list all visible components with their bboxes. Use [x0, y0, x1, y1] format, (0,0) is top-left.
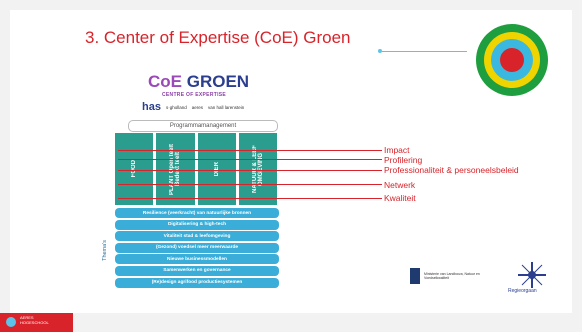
pillar-label: NATUUR & LEEF OMGEVING [251, 145, 264, 193]
theme-item: (Gezond) voedsel meer meerwaarde [115, 242, 279, 253]
annotation-kwaliteit: Kwaliteit [384, 193, 416, 203]
theme-item: Nieuwe businessmodellen [115, 254, 279, 265]
rijk-text: Ministerie van Landbouw, Natuur en Voeds… [424, 272, 480, 280]
annotation-line-kwaliteit [118, 198, 382, 199]
theme-list: Resilience (veerkracht) van natuurlijke … [115, 208, 279, 289]
annotation-line-impact [118, 150, 382, 151]
partner-2: s·gholland [165, 104, 187, 110]
rijksoverheid-logo: Ministerie van Landbouw, Natuur en Voeds… [410, 268, 482, 284]
pillar-label: DIER [213, 161, 220, 177]
annotation-line-profilering [118, 159, 382, 160]
annotation-line-netwerk [118, 184, 382, 185]
theme-item: Samenwerken en governance [115, 265, 279, 276]
partner-has: has [142, 101, 161, 113]
partner-3: aeres [191, 104, 203, 110]
footer-dot-icon [6, 317, 16, 327]
sia-text: Regieorgaan [508, 288, 537, 294]
title-underline [382, 51, 467, 52]
slide: 3. Center of Expertise (CoE) Groen [10, 10, 572, 313]
logo-groen: GROEN [186, 72, 250, 91]
theme-item: Digitalisering & high-tech [115, 219, 279, 230]
pillar-plant: PLANT Open teelt Bedekt teelt [156, 133, 195, 205]
logo-coe: CoE [148, 72, 182, 91]
themas-label: Thema's [102, 240, 108, 261]
annotation-profilering: Profilering [384, 155, 423, 165]
theme-item: Resilience (veerkracht) van natuurlijke … [115, 208, 279, 218]
annotation-professionaliteit: Professionaliteit & personeelsbeleid [384, 165, 519, 175]
sia-logo: Regieorgaan [508, 260, 552, 301]
programmamanagement-bar: Programmamanagement [128, 120, 278, 132]
annotation-line-professionaliteit [118, 170, 382, 171]
pillar-dier: DIER [197, 133, 236, 205]
footer-logo: AERES HOGESCHOOL [0, 313, 73, 332]
theme-item: (Re)design agrifood productiesystemen [115, 277, 279, 288]
pillar-label: FOOD [131, 160, 138, 178]
annotation-netwerk: Netwerk [384, 180, 416, 190]
rijk-emblem-icon [410, 268, 420, 284]
footer-text: AERES HOGESCHOOL [20, 315, 49, 325]
pillar-natuur: NATUUR & LEEF OMGEVING [238, 133, 277, 205]
partner-logos: has s·gholland aeres van hall larenstein [142, 101, 244, 113]
pillar-food: FOOD [115, 133, 154, 205]
slide-title: 3. Center of Expertise (CoE) Groen [85, 28, 351, 47]
sia-star-icon [518, 262, 546, 288]
pillars: FOOD PLANT Open teelt Bedekt teelt DIER … [115, 133, 277, 205]
theme-item: Vitaliteit stad & leefomgeving [115, 231, 279, 242]
title-line-dot [378, 49, 382, 53]
partner-4: van hall larenstein [208, 104, 245, 110]
coe-subtitle: CENTRE OF EXPERTISE [162, 92, 227, 98]
annotation-impact: Impact [384, 145, 410, 155]
coe-groen-logo: CoE GROEN [148, 72, 249, 92]
pillar-label: PLANT Open teelt Bedekt teelt [169, 143, 182, 195]
target-icon [476, 24, 548, 96]
